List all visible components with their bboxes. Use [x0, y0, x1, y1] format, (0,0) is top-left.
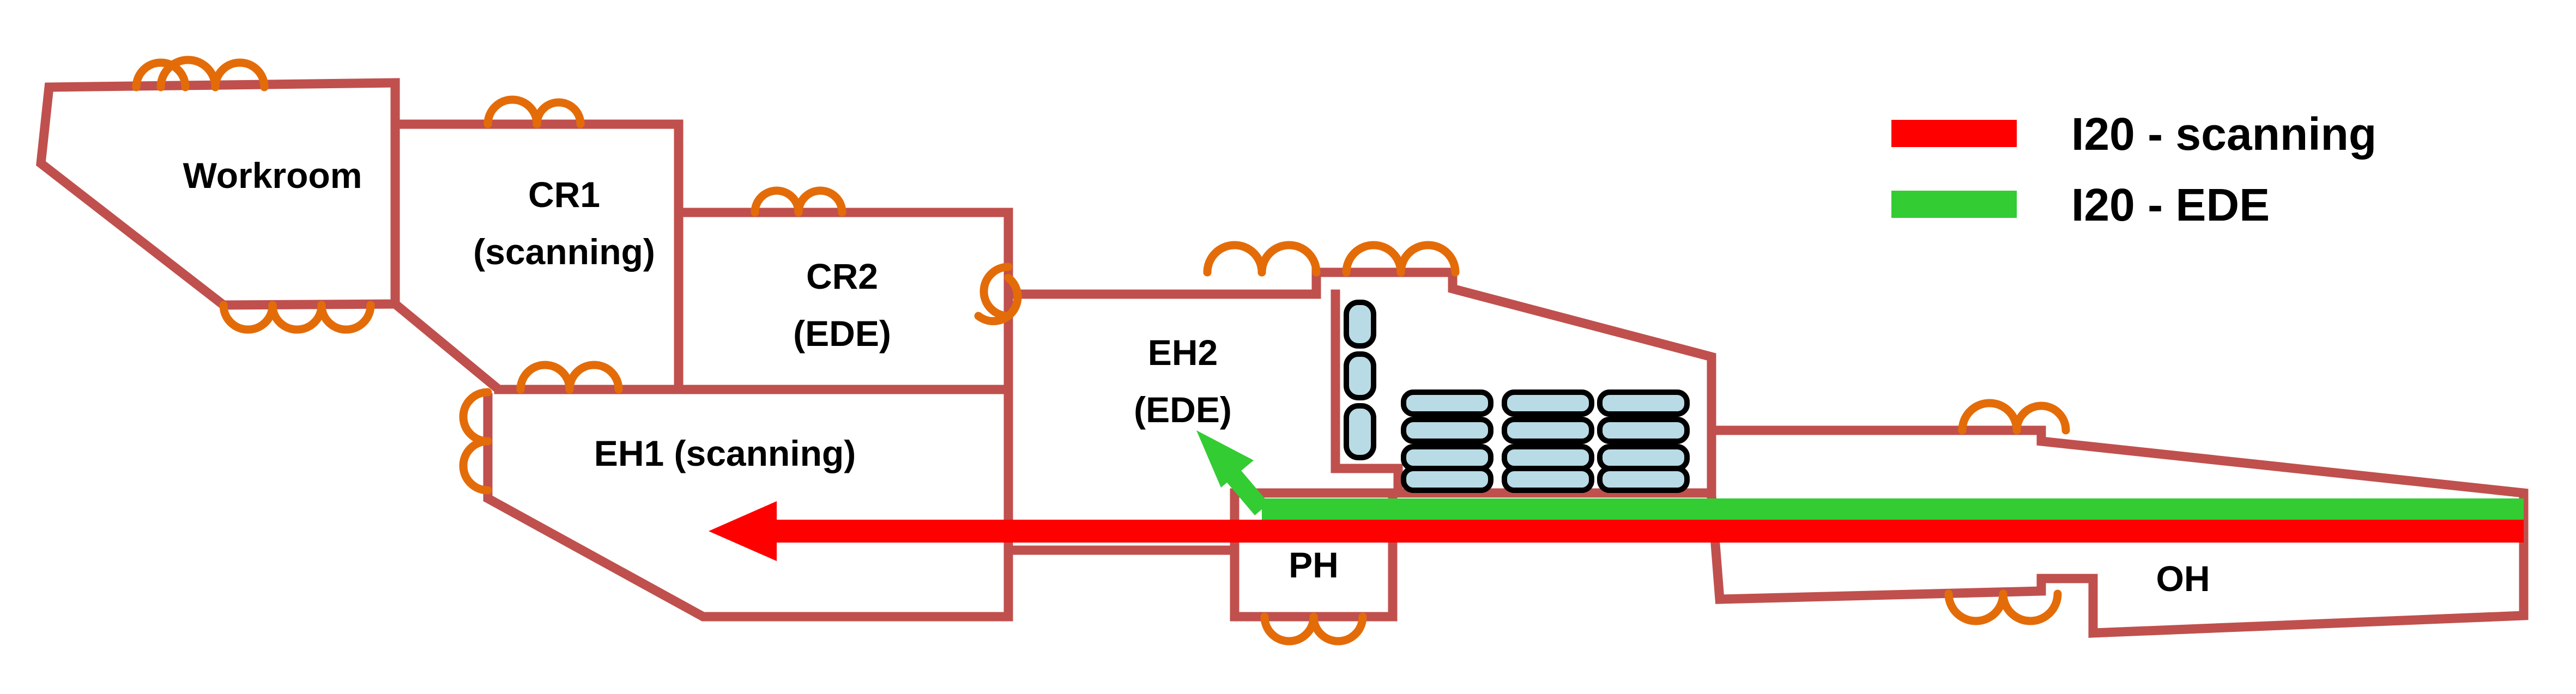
door-arc-icon	[751, 186, 846, 217]
door-arc-icon	[132, 56, 269, 92]
beam-arrow-icon	[1196, 430, 1254, 488]
room-label-cr2-sub: (EDE)	[793, 313, 891, 354]
door-arc-icon	[1958, 399, 2070, 435]
door-arc-icon	[219, 301, 375, 334]
room-label-cr2: CR2	[806, 256, 878, 296]
shielding-block-icon	[1344, 300, 1690, 493]
door-arc-icon	[1944, 589, 2062, 625]
door-arc-icon	[974, 263, 1022, 325]
room-label-cr1-sub: (scanning)	[473, 232, 655, 272]
cr2-walls	[674, 208, 1013, 394]
door-arc-icon	[459, 388, 492, 495]
room-label-oh: OH	[2156, 558, 2210, 599]
door-arc-icon	[1203, 241, 1460, 277]
walls	[36, 78, 2529, 638]
room-label-eh1: EH1 (scanning)	[594, 433, 856, 473]
door-arc-icon	[1260, 612, 1367, 646]
room-label-eh2-sub: (EDE)	[1134, 389, 1232, 430]
door-arc-icon	[483, 95, 585, 129]
legend: I20 - scanning I20 - EDE	[1891, 108, 2377, 230]
beam-paths	[709, 430, 2524, 561]
legend-label-scanning: I20 - scanning	[2071, 108, 2377, 160]
eh1-walls	[483, 385, 1013, 622]
legend-label-ede: I20 - EDE	[2071, 179, 2270, 230]
eh2-inner-wall	[1331, 289, 1403, 498]
door-arc-icon	[516, 361, 623, 394]
room-label-workroom: Workroom	[183, 155, 362, 196]
room-labels: Workroom CR1 (scanning) CR2 (EDE) EH2 (E…	[183, 155, 2210, 599]
beam-arrow-icon	[709, 501, 777, 561]
doors	[132, 56, 2070, 646]
beam-ede-line	[1225, 468, 1269, 515]
room-label-cr1: CR1	[528, 174, 600, 215]
workroom-walls	[36, 78, 400, 310]
room-label-eh2: EH2	[1148, 332, 1218, 373]
room-label-ph: PH	[1289, 545, 1339, 585]
oh-walls	[1706, 425, 2529, 638]
